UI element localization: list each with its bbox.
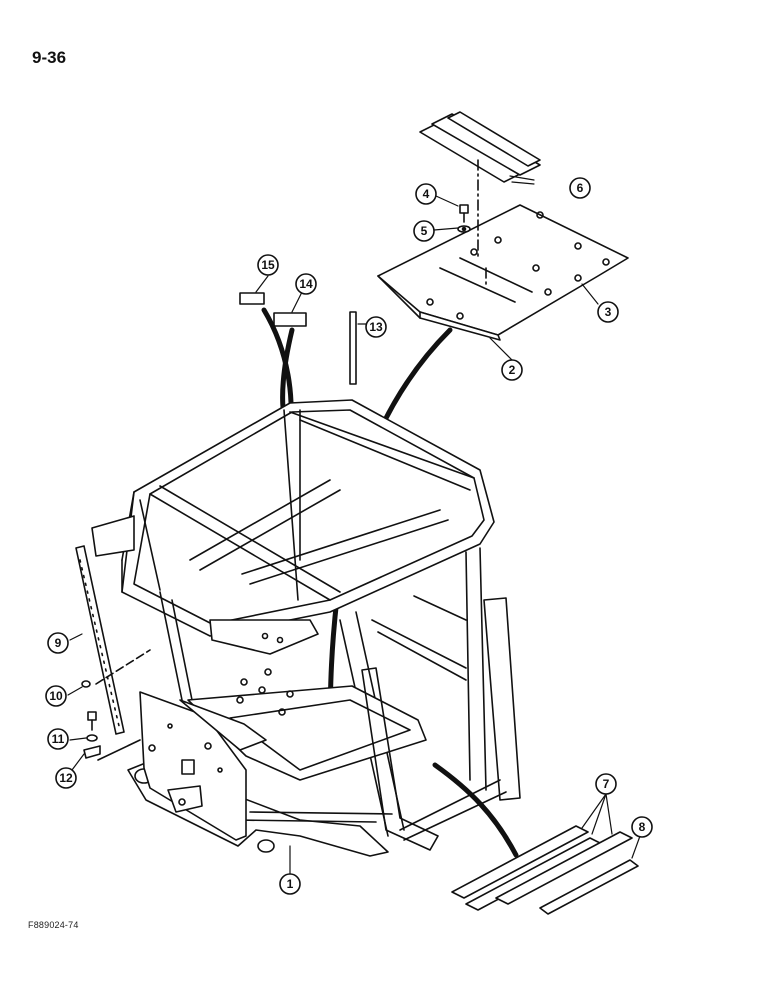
figure-code: F889024-74 <box>28 920 79 930</box>
svg-text:14: 14 <box>299 277 313 291</box>
page-number: 9-36 <box>32 48 67 67</box>
tread-strips-6 <box>419 111 541 261</box>
callout-14: 14 <box>295 273 317 295</box>
svg-text:2: 2 <box>509 363 516 377</box>
callout-9: 9 <box>47 632 69 654</box>
hardware-10-11-12 <box>81 649 151 761</box>
svg-text:3: 3 <box>605 305 612 319</box>
callout-5: 5 <box>413 220 435 242</box>
tread-strips-7-8 <box>451 825 639 915</box>
callout-7: 7 <box>595 773 617 795</box>
callout-1: 1 <box>279 873 301 895</box>
callout-2: 2 <box>501 359 523 381</box>
svg-text:8: 8 <box>639 820 646 834</box>
callout-15: 15 <box>257 254 279 276</box>
svg-text:10: 10 <box>49 689 63 703</box>
svg-text:13: 13 <box>369 320 383 334</box>
rail-9 <box>75 545 125 735</box>
decals <box>239 292 357 385</box>
callout-8: 8 <box>631 816 653 838</box>
floor-plate <box>377 204 629 341</box>
callout-3: 3 <box>597 301 619 323</box>
callout-4: 4 <box>415 183 437 205</box>
callout-13: 13 <box>365 316 387 338</box>
svg-text:9: 9 <box>55 636 62 650</box>
svg-text:6: 6 <box>577 181 584 195</box>
callout-11: 11 <box>47 728 69 750</box>
svg-text:4: 4 <box>423 187 430 201</box>
bolt-washer <box>457 204 471 233</box>
svg-text:5: 5 <box>421 224 428 238</box>
svg-text:12: 12 <box>59 771 73 785</box>
callout-6: 6 <box>569 177 591 199</box>
cab-frame <box>91 399 521 857</box>
svg-text:1: 1 <box>287 877 294 891</box>
svg-text:15: 15 <box>261 258 275 272</box>
callout-12: 12 <box>55 767 77 789</box>
svg-text:11: 11 <box>52 732 65 746</box>
callout-10: 10 <box>45 685 67 707</box>
svg-text:7: 7 <box>603 777 610 791</box>
